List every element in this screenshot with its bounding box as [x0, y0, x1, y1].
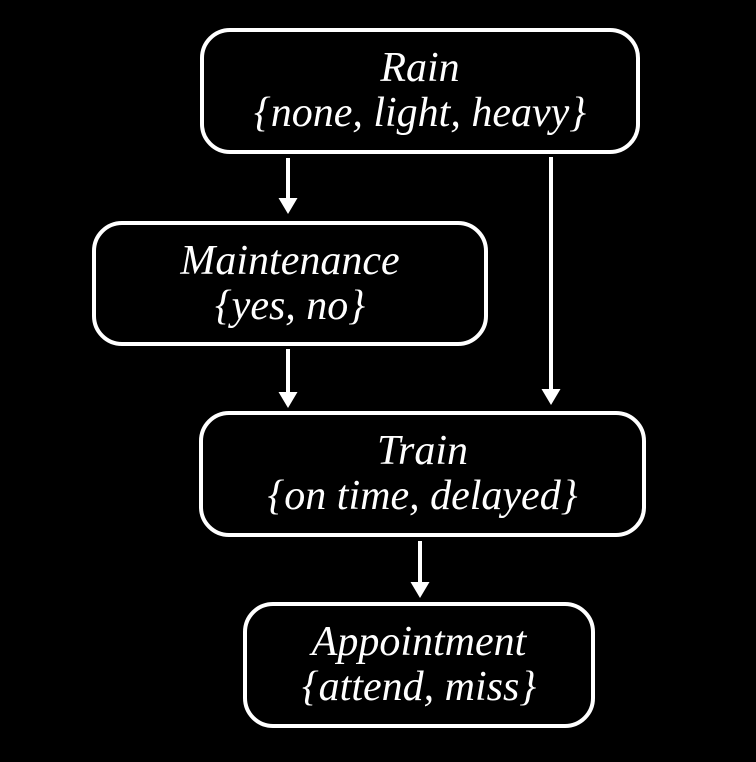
node-train: Train {on time, delayed} [199, 411, 646, 537]
node-appointment: Appointment {attend, miss} [243, 602, 595, 728]
edge-train-to-appointment [410, 541, 430, 598]
node-maintenance-values: {yes, no} [214, 282, 366, 329]
node-rain: Rain {none, light, heavy} [200, 28, 640, 154]
node-appointment-values: {attend, miss} [301, 664, 537, 710]
node-train-label: Train [376, 428, 469, 475]
edge-rain-to-maintenance [278, 158, 298, 214]
arrowhead-icon [278, 198, 298, 214]
node-train-values: {on time, delayed} [267, 473, 578, 519]
node-maintenance-label: Maintenance [180, 237, 400, 284]
node-maintenance: Maintenance {yes, no} [92, 221, 488, 346]
arrowhead-icon [410, 582, 430, 598]
arrowhead-icon [541, 389, 561, 405]
node-rain-values: {none, light, heavy} [253, 90, 587, 136]
edge-maintenance-to-train [278, 349, 298, 408]
node-appointment-label: Appointment [311, 619, 527, 666]
arrowhead-icon [278, 392, 298, 408]
node-rain-label: Rain [380, 45, 460, 92]
edge-rain-to-train [541, 157, 561, 405]
